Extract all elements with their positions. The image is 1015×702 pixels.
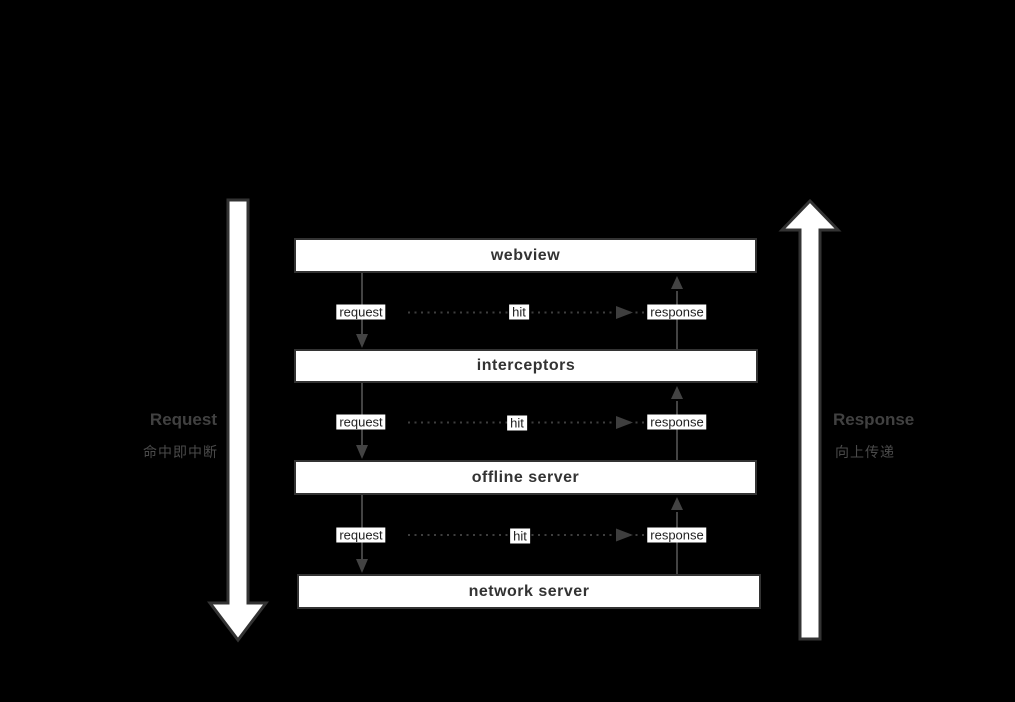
hit-arrowhead-row1	[616, 306, 633, 319]
hit-label-row2: hit	[507, 415, 527, 431]
request-arrowhead-row2	[356, 445, 368, 459]
hit-label-row1: hit	[509, 304, 529, 320]
response-label-row2: response	[647, 414, 707, 430]
request-arrowhead-row1	[356, 334, 368, 348]
hit-label-row3: hit	[510, 528, 530, 544]
hit-arrowhead-row2	[616, 416, 633, 429]
response-label-row1: response	[647, 304, 707, 320]
layer-box-offline-server: offline server	[294, 460, 757, 495]
hit-arrowhead-row3	[616, 528, 633, 542]
response-flow-subtitle: 向上传递	[835, 444, 895, 460]
request-flow-title: Request	[149, 410, 217, 429]
layer-box-interceptors: interceptors	[294, 349, 758, 383]
layer-box-network-server: network server	[297, 574, 761, 609]
response-arrowhead-row3	[671, 497, 683, 510]
request-label-row3: request	[336, 527, 386, 543]
request-arrowhead-row3	[356, 559, 368, 573]
response-flow-arrow-icon	[778, 198, 842, 641]
response-arrowhead-row2	[671, 386, 683, 399]
request-label-row1: request	[336, 304, 386, 320]
request-flow-arrow-icon	[206, 198, 270, 643]
response-arrowhead-row1	[671, 276, 683, 289]
response-flow-title: Response	[833, 410, 915, 429]
request-label-row2: request	[336, 414, 386, 430]
request-flow-subtitle: 命中即中断	[143, 444, 218, 460]
layer-box-webview: webview	[294, 238, 757, 273]
response-label-row3: response	[647, 527, 707, 543]
